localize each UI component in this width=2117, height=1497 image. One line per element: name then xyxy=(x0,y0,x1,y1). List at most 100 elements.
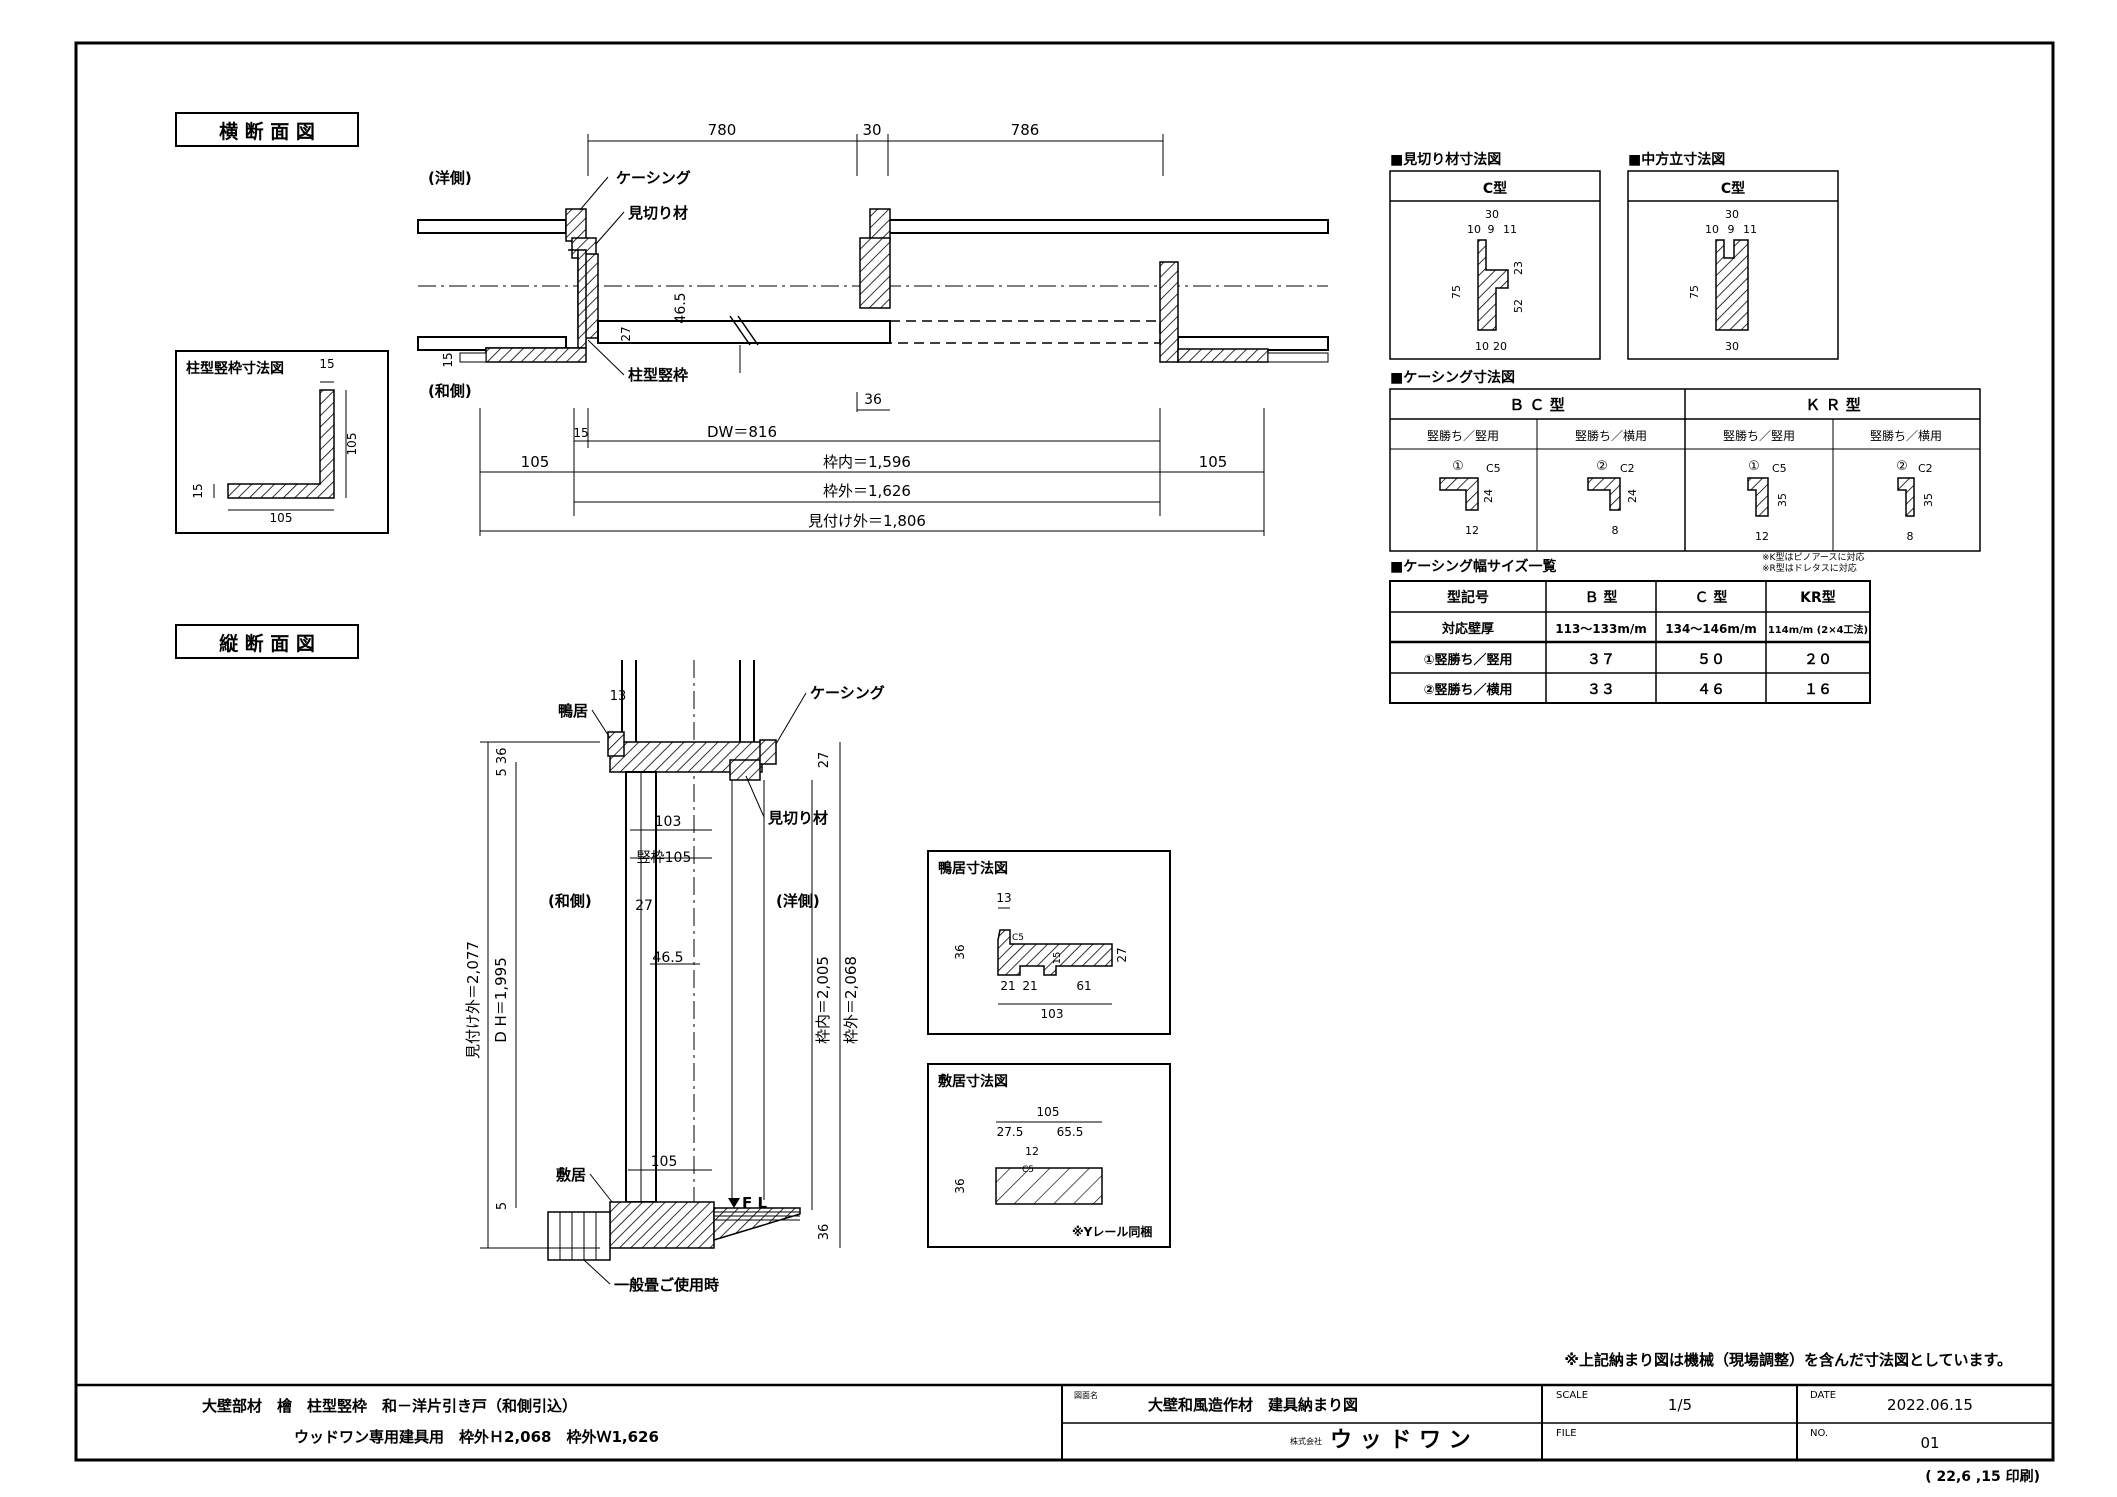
casing-table-r2c2: ４６ xyxy=(1697,682,1725,698)
kamoi-dim-27: 27 xyxy=(1115,947,1129,962)
shiki-box-title: 敷居寸法図 xyxy=(938,1073,1008,1090)
print-date: ( 22,6 ,15 印刷) xyxy=(1925,1468,2040,1485)
mikiri-label-h: 見切り材 xyxy=(627,204,688,222)
dim-30: 30 xyxy=(862,121,881,139)
dim-dh: D H＝1,995 xyxy=(492,957,510,1043)
shiki-note: ※Yレール同梱 xyxy=(1072,1224,1152,1239)
kamoi-dim-61: 61 xyxy=(1076,979,1091,993)
mikiri-dim-20: 20 xyxy=(1493,340,1507,353)
naka-box-title: ■中方立寸法図 xyxy=(1628,151,1725,168)
date-value: 2022.06.15 xyxy=(1887,1396,1973,1414)
pillar-dim-105-v: 105 xyxy=(345,433,359,456)
footnote: ※上記納まり図は機械（現場調整）を含んだ寸法図としています。 xyxy=(1564,1351,2012,1369)
dim-15-b: 15 xyxy=(573,426,588,440)
casing-table-r2c1: ３３ xyxy=(1587,682,1615,698)
vertical-section-title: 縦 断 面 図 xyxy=(219,632,315,655)
pillar-dim-105-h: 105 xyxy=(270,511,293,525)
sheet-border xyxy=(74,41,2055,1462)
naka-dim-10: 10 xyxy=(1705,223,1719,236)
casing-bc-header: Ｂ Ｃ 型 xyxy=(1509,396,1564,414)
dim-mitsuke-h: 見付け外＝1,806 xyxy=(808,512,926,530)
dim-46-5-v: 46.5 xyxy=(652,950,683,966)
casing-table-r1c0: ①竪勝ち／竪用 xyxy=(1423,652,1512,668)
casing-table-r0c3: 114m/m (2×4工法) xyxy=(1768,623,1868,636)
dim-27: 27 xyxy=(619,326,633,341)
casing-c5-3: C5 xyxy=(1772,462,1787,475)
dim-5-36: 5 36 xyxy=(495,748,510,777)
casing-table-h1: Ｂ 型 xyxy=(1585,589,1618,606)
dim-27-v: 27 xyxy=(635,898,653,914)
dim-105-v: 105 xyxy=(651,1154,678,1170)
scale-label: SCALE xyxy=(1556,1390,1588,1401)
kamoi-label-v: 鴨居 xyxy=(558,702,588,720)
casing-dimension-table: ■ケーシング寸法図 Ｂ Ｃ 型 Ｋ Ｒ 型 竪勝ち／竪用 竪勝ち／横用 竪勝ち／… xyxy=(1389,369,1981,574)
dim-105-right: 105 xyxy=(1199,453,1228,471)
casing-num-1: ① xyxy=(1452,459,1464,474)
mikiri-dim-9: 9 xyxy=(1488,223,1495,236)
dim-105-left: 105 xyxy=(521,453,550,471)
kamoi-c5: C5 xyxy=(1012,933,1024,943)
casing-12-1: 12 xyxy=(1465,524,1479,537)
dim-15-left: 15 xyxy=(441,352,455,367)
dim-36: 36 xyxy=(864,392,882,408)
casing-col-3: 竪勝ち／竪用 xyxy=(1723,428,1795,443)
shiki-dim-12: 12 xyxy=(1025,1145,1039,1158)
shiki-dim-36: 36 xyxy=(953,1178,967,1193)
casing-note-2: ※R型はドレタスに対応 xyxy=(1762,562,1857,574)
casing-8-2: 8 xyxy=(1612,524,1619,537)
dim-103-v: 103 xyxy=(655,814,682,830)
casing-table-r2c3: １６ xyxy=(1804,682,1832,698)
dim-786: 786 xyxy=(1011,121,1040,139)
casing-8-4: 8 xyxy=(1907,530,1914,543)
dim-mitsuke-v: 見付け外＝2,077 xyxy=(464,941,482,1059)
casing-12-3: 12 xyxy=(1755,530,1769,543)
kamoi-box-title: 鴨居寸法図 xyxy=(938,860,1008,877)
mikiri-box-title: ■見切り材寸法図 xyxy=(1390,151,1501,168)
naka-type: C型 xyxy=(1721,180,1745,197)
horizontal-section: 横 断 面 図 (洋側) (和側) 780 30 786 xyxy=(175,112,1329,536)
dim-27-top-v: 27 xyxy=(817,752,832,769)
mikiri-detail: ■見切り材寸法図 C型 30 10 9 11 23 75 52 10 20 xyxy=(1389,151,1601,360)
casing-table-r1c1: ３７ xyxy=(1587,652,1615,668)
naka-dim-75: 75 xyxy=(1688,285,1701,299)
casing-table-h0: 型記号 xyxy=(1447,589,1489,606)
kamoi-dim-103: 103 xyxy=(1041,1007,1064,1021)
yo-side-label-h: (洋側) xyxy=(428,169,472,187)
casing-table-r0c0: 対応壁厚 xyxy=(1441,621,1494,637)
casing-c5-1: C5 xyxy=(1486,462,1501,475)
shiki-dim-105: 105 xyxy=(1037,1105,1060,1119)
dim-wakusoto-h: 枠外＝1,626 xyxy=(823,482,911,500)
mikiri-dim-10b: 10 xyxy=(1475,340,1489,353)
shiki-dim-65-5: 65.5 xyxy=(1057,1125,1084,1139)
mikiri-dim-75: 75 xyxy=(1450,285,1463,299)
casing-col-2: 竪勝ち／横用 xyxy=(1575,428,1647,443)
casing-table-r1c3: ２０ xyxy=(1804,652,1832,668)
casing-col-4: 竪勝ち／横用 xyxy=(1870,428,1942,443)
casing-table-r2c0: ②竪勝ち／横用 xyxy=(1423,682,1512,698)
casing-note-1: ※K型はピノアースに対応 xyxy=(1762,551,1864,563)
casing-label-v: ケーシング xyxy=(810,684,885,702)
pillar-dim-15-left: 15 xyxy=(191,483,205,498)
casing-table-h3: KR型 xyxy=(1800,589,1836,606)
title-line-2: ウッドワン専用建具用 枠外Ｈ2,068 枠外Ｗ1,626 xyxy=(294,1428,659,1446)
mikiri-dim-52: 52 xyxy=(1512,299,1525,313)
shiki-label-v: 敷居 xyxy=(556,1166,586,1184)
casing-c2-4: C2 xyxy=(1918,462,1933,475)
no-value: 01 xyxy=(1920,1434,1939,1452)
dim-780: 780 xyxy=(708,121,737,139)
casing-24-1: 24 xyxy=(1482,489,1495,503)
shiki-detail: 敷居寸法図 105 27.5 65.5 12 C5 36 ※Yレール同梱 xyxy=(927,1063,1171,1248)
horizontal-section-title: 横 断 面 図 xyxy=(219,120,315,143)
naka-dim-30: 30 xyxy=(1725,208,1739,221)
naka-dim-11: 11 xyxy=(1743,223,1757,236)
mikiri-type: C型 xyxy=(1483,180,1507,197)
kamoi-dim-36: 36 xyxy=(953,944,967,959)
casing-35-3: 35 xyxy=(1776,493,1789,507)
kamoi-dim-21a: 21 xyxy=(1000,979,1015,993)
dim-wakuuchi-h: 枠内＝1,596 xyxy=(823,453,911,471)
zumei: 大壁和風造作材 建具納まり図 xyxy=(1148,1396,1358,1414)
casing-kr-header: Ｋ Ｒ 型 xyxy=(1805,396,1860,414)
casing-table-r0c2: 134〜146m/m xyxy=(1665,622,1757,636)
tatewaku105-v: 竪枠105 xyxy=(637,850,692,866)
casing-24-2: 24 xyxy=(1626,489,1639,503)
